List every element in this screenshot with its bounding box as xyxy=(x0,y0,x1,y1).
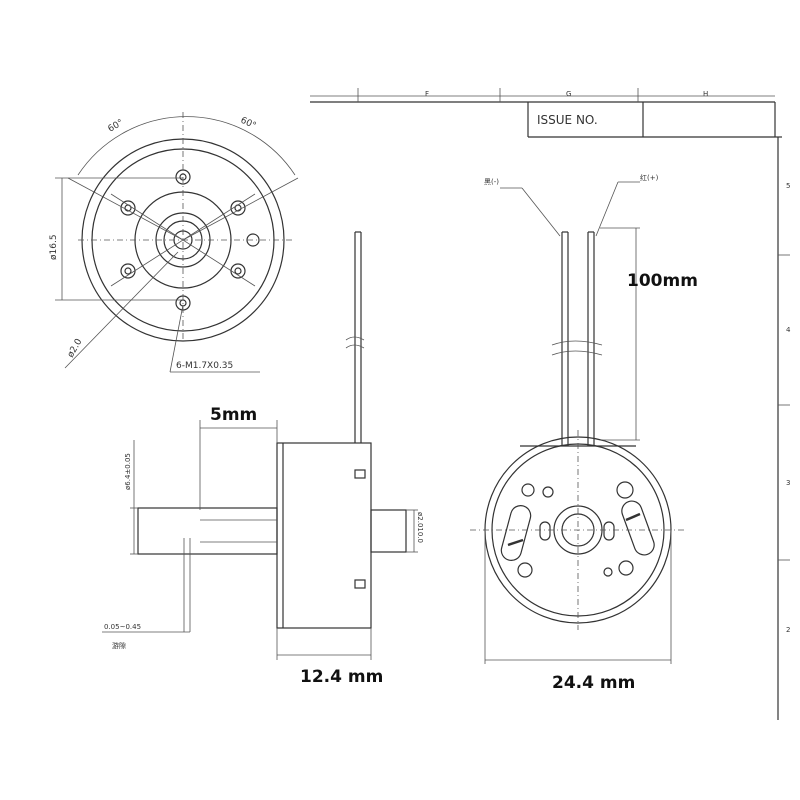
body-length-label: 12.4 mm xyxy=(300,667,383,687)
row-label-2: 2 xyxy=(786,626,790,634)
tolerance-caption: 游隙 xyxy=(112,641,126,650)
row-label-4: 4 xyxy=(786,326,791,334)
rear-view: 黑(-) 红(+) 100mm 24.4 mm xyxy=(470,173,698,693)
row-label-3: 3 xyxy=(786,479,790,487)
lead-positive-label: 红(+) xyxy=(640,173,659,182)
shaft-diameter-label: ø6.4±0.05 xyxy=(124,453,132,490)
column-label-g: G xyxy=(566,90,571,98)
issue-number-label: ISSUE NO. xyxy=(537,113,598,127)
title-block: F G H ISSUE NO. 5 4 3 2 xyxy=(310,88,791,720)
body-width-label: 24.4 mm xyxy=(552,673,635,693)
tolerance-label: 0.05~0.45 xyxy=(104,623,141,631)
rear-diameter-label: ø2.010.0 xyxy=(416,512,424,543)
angle-left-label: 60° xyxy=(107,118,126,135)
lead-negative-label: 黑(-) xyxy=(484,178,499,186)
column-label-f: F xyxy=(425,90,429,98)
row-label-5: 5 xyxy=(786,182,790,190)
hole-diameter-label: ø2.0 xyxy=(66,337,85,359)
screw-note: 6-M1.7X0.35 xyxy=(176,361,233,371)
lead-length-label: 100mm xyxy=(627,271,698,291)
side-view: 5mm ø6.4±0.05 ø2.010.0 0.05~0.45 游隙 12.4… xyxy=(102,231,424,687)
column-label-h: H xyxy=(703,90,708,98)
shaft-length-label: 5mm xyxy=(210,405,257,425)
diameter-label: ø16.5 xyxy=(49,234,59,260)
front-view: 60° 60° ø16.5 ø2.0 6-M1.7X0.35 xyxy=(49,112,299,373)
